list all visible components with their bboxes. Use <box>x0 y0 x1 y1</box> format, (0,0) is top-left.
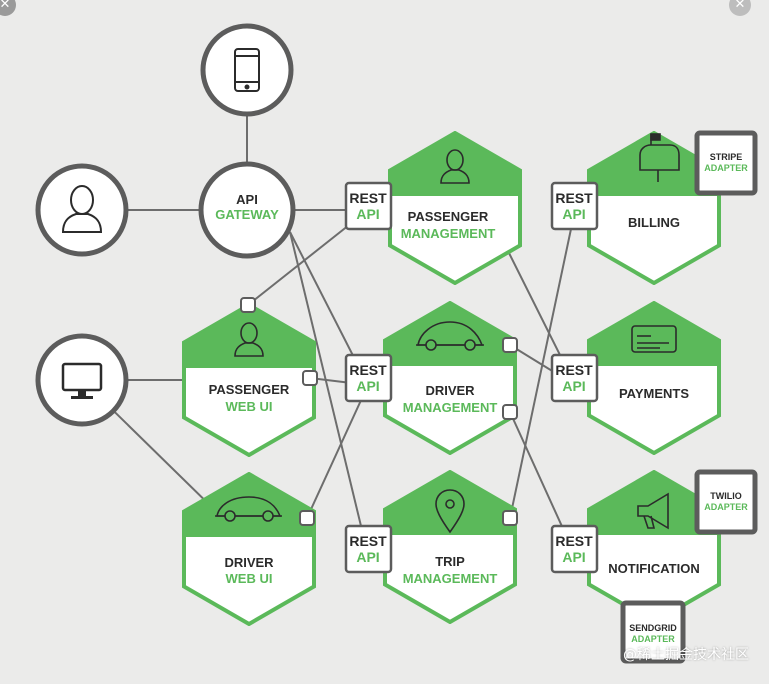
car-icon <box>215 496 282 522</box>
sendgrid-adapter-line2: ADAPTER <box>631 634 675 644</box>
billing-label: BILLING <box>628 215 680 230</box>
driver-web-ui-line1: DRIVER <box>224 555 274 570</box>
rest-api-notification: REST API <box>550 524 599 574</box>
gateway-line2: GATEWAY <box>215 207 279 222</box>
rest-label: REST <box>349 190 387 206</box>
passenger-management-line1: PASSENGER <box>408 209 489 224</box>
api-label: API <box>562 549 585 565</box>
twilio-adapter: TWILIO ADAPTER <box>694 469 758 535</box>
port <box>502 337 518 353</box>
port <box>240 297 256 313</box>
close-icon[interactable]: ✕ <box>0 0 16 16</box>
payments-service: PAYMENTS <box>587 301 721 455</box>
megaphone-icon <box>637 492 669 530</box>
mobile-client <box>200 23 294 117</box>
map-pin-icon <box>435 489 465 534</box>
port <box>302 370 318 386</box>
desktop-client <box>35 333 129 427</box>
twilio-adapter-line2: ADAPTER <box>704 502 748 512</box>
rest-label: REST <box>349 362 387 378</box>
trip-management-service: TRIP MANAGEMENT <box>383 470 517 624</box>
passenger-management-service: PASSENGER MANAGEMENT <box>388 131 522 285</box>
driver-web-ui: DRIVER WEB UI <box>182 472 316 626</box>
user-icon <box>61 185 103 233</box>
passenger-web-ui: PASSENGER WEB UI <box>182 303 316 457</box>
api-label: API <box>562 206 585 222</box>
port <box>502 404 518 420</box>
person-icon <box>234 322 264 357</box>
passenger-management-line2: MANAGEMENT <box>401 226 496 241</box>
api-label: API <box>562 378 585 394</box>
rest-api-billing: REST API <box>550 181 599 231</box>
stripe-adapter-line1: STRIPE <box>710 152 743 162</box>
monitor-icon <box>61 362 103 399</box>
gateway-line1: API <box>236 192 258 207</box>
credit-card-icon <box>631 325 677 353</box>
sendgrid-adapter: SENDGRID ADAPTER <box>620 600 686 664</box>
mailbox-icon <box>639 133 680 182</box>
connector-lines <box>81 72 576 556</box>
stripe-adapter: STRIPE ADAPTER <box>694 130 758 196</box>
passenger-web-ui-line1: PASSENGER <box>209 382 290 397</box>
trip-management-line1: TRIP <box>435 554 465 569</box>
person-icon <box>440 149 470 184</box>
api-gateway: API GATEWAY <box>198 161 296 259</box>
watermark: @稀土掘金技术社区 <box>623 647 749 663</box>
api-label: API <box>356 549 379 565</box>
rest-label: REST <box>555 190 593 206</box>
rest-api-driver: REST API <box>344 353 393 403</box>
close-icon[interactable]: ✕ <box>729 0 751 16</box>
port <box>299 510 315 526</box>
smartphone-icon <box>234 48 260 92</box>
stripe-adapter-line2: ADAPTER <box>704 163 748 173</box>
payments-label: PAYMENTS <box>619 386 689 401</box>
twilio-adapter-line1: TWILIO <box>710 491 742 501</box>
port <box>502 510 518 526</box>
rest-api-passenger: REST API <box>344 181 393 231</box>
rest-label: REST <box>349 533 387 549</box>
car-icon <box>416 321 484 351</box>
driver-web-ui-line2: WEB UI <box>226 571 273 586</box>
sendgrid-adapter-line1: SENDGRID <box>629 623 677 633</box>
billing-service: BILLING <box>587 131 721 285</box>
rest-api-trip: REST API <box>344 524 393 574</box>
rest-api-payments: REST API <box>550 353 599 403</box>
rest-label: REST <box>555 533 593 549</box>
notification-label: NOTIFICATION <box>608 561 699 576</box>
driver-management-line1: DRIVER <box>425 383 475 398</box>
notification-service: NOTIFICATION <box>587 470 721 624</box>
user-client <box>35 163 129 257</box>
driver-management-service: DRIVER MANAGEMENT <box>383 301 517 455</box>
connection-ports <box>240 297 518 526</box>
trip-management-line2: MANAGEMENT <box>403 571 498 586</box>
passenger-web-ui-line2: WEB UI <box>226 399 273 414</box>
api-label: API <box>356 206 379 222</box>
rest-label: REST <box>555 362 593 378</box>
driver-management-line2: MANAGEMENT <box>403 400 498 415</box>
api-label: API <box>356 378 379 394</box>
